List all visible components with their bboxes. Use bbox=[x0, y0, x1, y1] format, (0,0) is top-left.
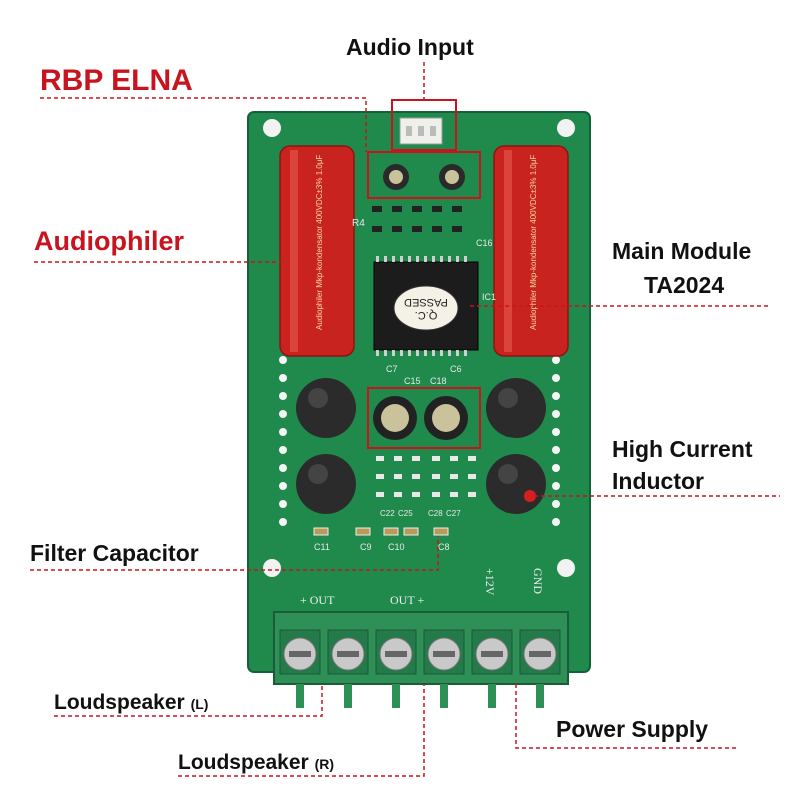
inductor-bottom-right bbox=[486, 454, 546, 514]
inductor-top-right bbox=[486, 378, 546, 438]
main-module-chip: PASSED Q.C. bbox=[373, 256, 479, 356]
pad-column-right bbox=[552, 356, 560, 526]
label-loudspeaker-r-suffix: (R) bbox=[314, 756, 334, 772]
elna-highlight bbox=[367, 151, 481, 199]
leader-rbp-elna bbox=[40, 97, 367, 152]
label-audio-input: Audio Input bbox=[346, 34, 474, 60]
silk-c8: C8 bbox=[438, 542, 450, 552]
silk-c27: C27 bbox=[446, 509, 461, 518]
chip-qc-text: Q.C. bbox=[415, 309, 438, 321]
inductor-marker bbox=[524, 490, 536, 502]
silk-out-left: + OUT bbox=[300, 593, 335, 607]
label-rbp-elna: RBP ELNA bbox=[40, 64, 193, 97]
silk-c28: C28 bbox=[428, 509, 443, 518]
leader-loudspeaker-r bbox=[178, 684, 425, 777]
silk-c22: C22 bbox=[380, 509, 395, 518]
chip-passed-text: PASSED bbox=[404, 296, 448, 308]
inductor-top-left bbox=[296, 378, 356, 438]
label-audiophiler: Audiophiler bbox=[34, 226, 184, 256]
smd-resistors bbox=[372, 206, 462, 232]
qc-sticker bbox=[393, 285, 459, 331]
elna-capacitors bbox=[367, 151, 481, 199]
silk-c15: C15 bbox=[404, 376, 421, 386]
filter-smd-caps bbox=[313, 527, 449, 536]
label-loudspeaker-l-text: Loudspeaker bbox=[54, 691, 185, 714]
capacitor-print: Audiophiler Mkp-kondensator 400VDC±3% 1.… bbox=[529, 155, 538, 330]
capacitor-print: Audiophiler Mkp-kondensator 400VDC±3% 1.… bbox=[315, 155, 324, 330]
leader-lines bbox=[30, 62, 780, 777]
silk-c11: C11 bbox=[314, 542, 330, 552]
terminal-screw bbox=[327, 629, 369, 675]
mounting-hole bbox=[263, 119, 281, 137]
leader-loudspeaker-l bbox=[54, 684, 323, 717]
terminal-screw bbox=[279, 629, 321, 675]
silk-ic1: IC1 bbox=[482, 292, 496, 302]
audio-input-connector bbox=[391, 99, 457, 151]
terminal-screw bbox=[519, 629, 561, 675]
smd-grid bbox=[376, 456, 476, 497]
electrolytic-capacitors bbox=[367, 387, 481, 449]
label-main-module-line2: TA2024 bbox=[644, 272, 725, 298]
silk-c9: C9 bbox=[360, 542, 372, 552]
silk-out-right: OUT + bbox=[390, 593, 424, 607]
terminal-screw bbox=[375, 629, 417, 675]
terminal-screw bbox=[423, 629, 465, 675]
label-loudspeaker-r-text: Loudspeaker bbox=[178, 751, 309, 774]
mounting-hole bbox=[557, 559, 575, 577]
mounting-hole bbox=[557, 119, 575, 137]
terminal-pins bbox=[296, 684, 544, 708]
silk-r4: R4 bbox=[352, 218, 365, 229]
silk-c18: C18 bbox=[430, 376, 447, 386]
label-loudspeaker-l: Loudspeaker (L) bbox=[54, 692, 208, 713]
leader-filter-capacitor bbox=[30, 536, 439, 571]
silk-c10: C10 bbox=[388, 542, 405, 552]
pad-column-left bbox=[279, 356, 287, 526]
inductor-bottom-left bbox=[296, 454, 356, 514]
label-power-supply: Power Supply bbox=[556, 716, 709, 742]
label-loudspeaker-r: Loudspeaker (R) bbox=[178, 752, 334, 773]
silk-c16: C16 bbox=[476, 238, 493, 248]
label-high-current-line1: High Current bbox=[612, 436, 753, 462]
label-high-current-line2: Inductor bbox=[612, 468, 704, 494]
mounting-hole bbox=[263, 559, 281, 577]
audiophiler-capacitor-left: Audiophiler Mkp-kondensator 400VDC±3% 1.… bbox=[279, 145, 355, 357]
label-main-module-line1: Main Module bbox=[612, 238, 752, 264]
leader-power-supply bbox=[515, 684, 736, 749]
silk-plus12v: +12V bbox=[483, 568, 497, 596]
electrolytic-highlight bbox=[367, 387, 481, 449]
label-filter-capacitor: Filter Capacitor bbox=[30, 540, 199, 566]
label-loudspeaker-l-suffix: (L) bbox=[190, 696, 209, 712]
silk-gnd: GND bbox=[531, 568, 545, 594]
audiophiler-capacitor-right: Audiophiler Mkp-kondensator 400VDC±3% 1.… bbox=[493, 145, 569, 357]
silk-c25: C25 bbox=[398, 509, 413, 518]
terminal-block bbox=[273, 611, 569, 708]
silk-c6: C6 bbox=[450, 364, 462, 374]
silk-c7: C7 bbox=[386, 364, 398, 374]
terminal-screw bbox=[471, 629, 513, 675]
